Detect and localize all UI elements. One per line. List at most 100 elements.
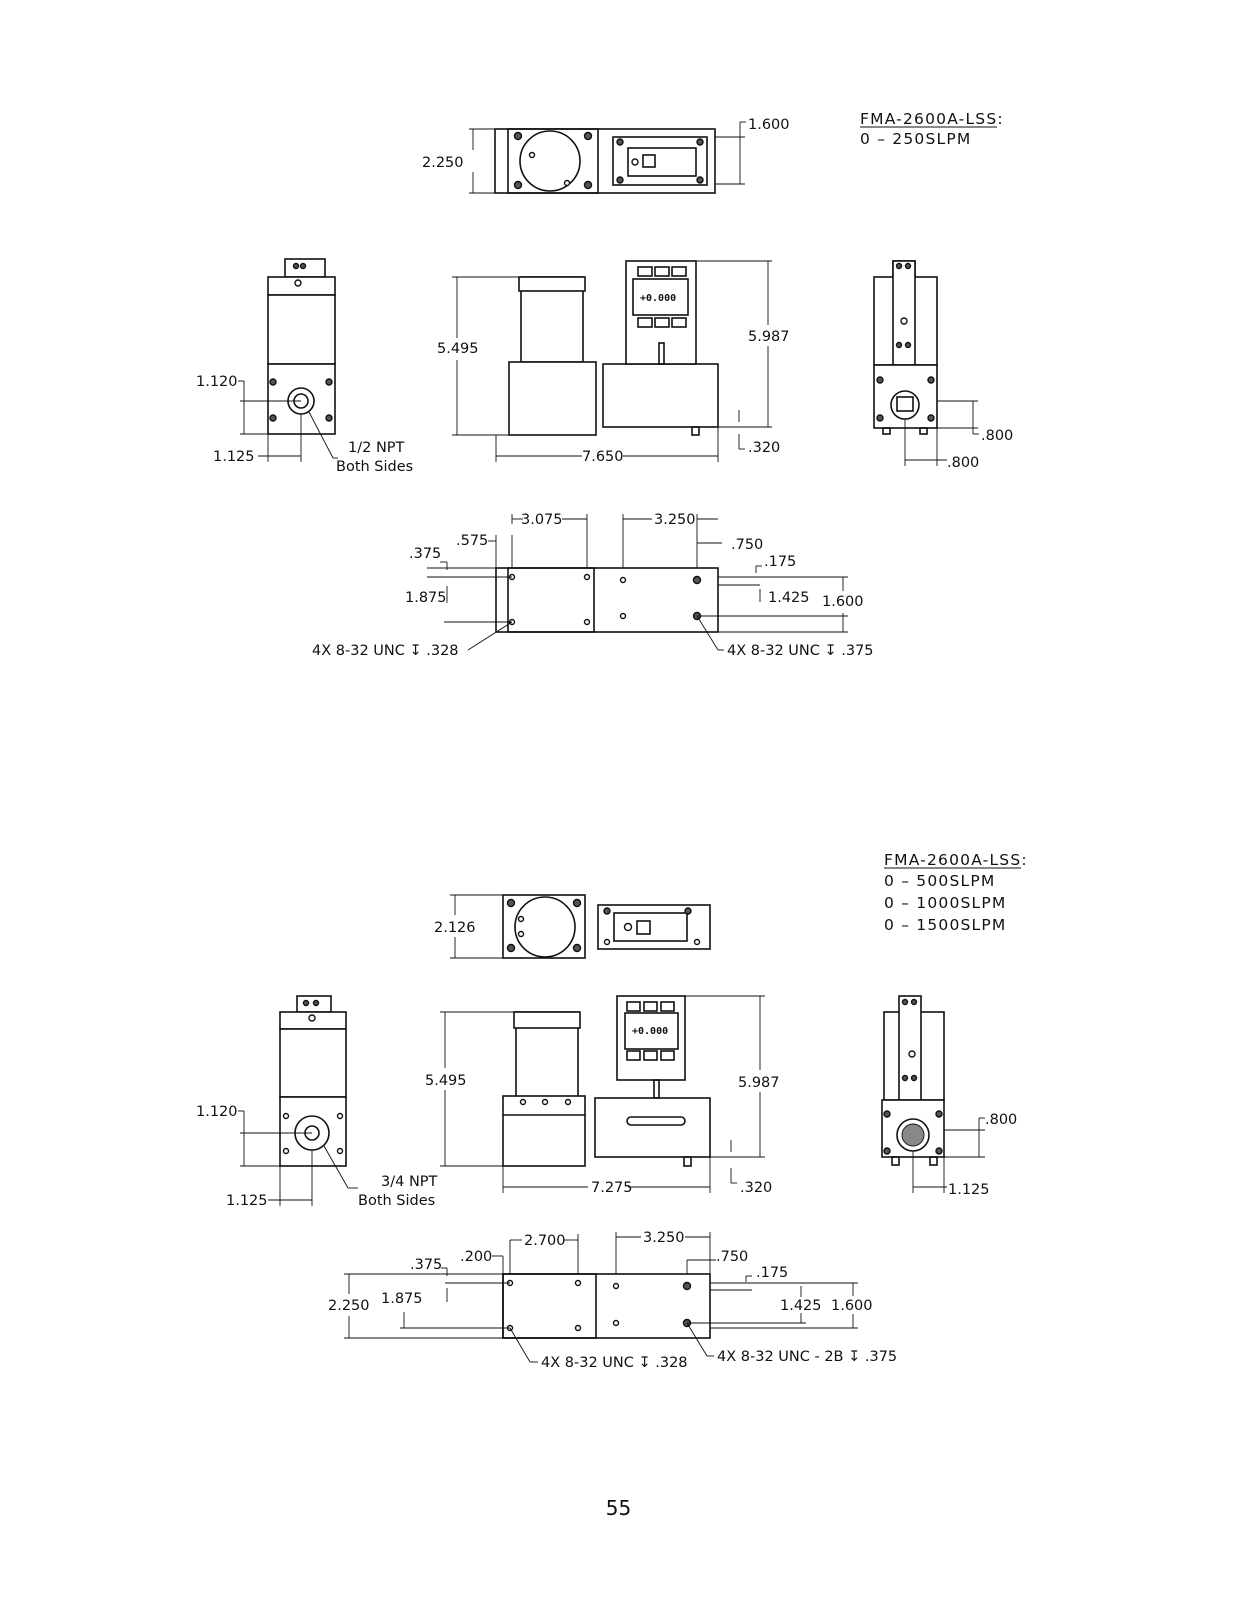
range-1-1: 0 – 250SLPM [860,130,971,148]
sensor-body [267,294,336,365]
bolt-icon [269,378,277,386]
top-view-cap-circle [519,130,581,192]
dim-bottom-d1-2: 2.700 [524,1233,566,1249]
dim-top-height-1: 1.600 [748,117,790,133]
connector-icon [642,154,656,168]
thread-callout-right-1: 4X 8-32 UNC ↧ .375 [727,643,874,659]
foot [683,1156,692,1167]
dim-bottom-d3-2: .375 [410,1257,442,1273]
dim-bottom-d8-2: 1.425 [780,1298,822,1314]
bottom-view-2: 2.700 .200 3.250 .750 .375 1.875 2.250 [328,1230,897,1371]
range-2-2: 0 – 1000SLPM [884,894,1007,912]
port-note-2: Both Sides [336,459,413,475]
dim-right-width-2: 1.125 [948,1182,990,1198]
dim-left-inlet-height-1: 1.120 [196,374,238,390]
range-2-1: 0 – 500SLPM [884,872,995,890]
dim-bottom-d9-2: 1.600 [831,1298,873,1314]
top-view-display [627,147,697,177]
drawing-1: FMA-2600A-LSS: 0 – 250SLPM [196,110,1013,659]
bolt-icon [696,176,704,184]
dim-top-width-1: 2.250 [422,155,464,171]
hole-icon [619,576,627,584]
top-view-electronics [612,136,708,186]
bolt-icon [325,414,333,422]
foot [691,426,700,436]
bolt-icon [325,378,333,386]
hole-icon [583,573,591,581]
dim-bottom-d4-1: 1.875 [405,590,447,606]
bolt-icon [583,131,593,141]
dim-bottom-d6-1: .750 [731,537,763,553]
drawing-2: FMA-2600A-LSS: 0 – 500SLPM 0 – 1000SLPM … [196,851,1028,1371]
model-title-1: FMA-2600A-LSS: [860,110,1004,128]
dim-front-total-height-1: 5.987 [748,329,790,345]
dim-bottom-d2-2: .200 [460,1249,492,1265]
dim-front-total-height-2: 5.987 [738,1075,780,1091]
base-block-left [508,361,597,436]
top-view-2: 2.126 [434,894,711,959]
top-view-sensor-block [502,894,586,959]
dim-right-height-1: .800 [981,428,1013,444]
display-screen [624,1012,679,1050]
dim-bottom-d0-2: 2.250 [328,1298,370,1314]
base-block-right [602,363,719,428]
page-number: 55 [605,1496,632,1520]
left-side-view-2: 1.120 1.125 3/4 NPT Both Sides [196,995,438,1209]
port-note-1: 1/2 NPT [348,440,405,456]
top-view-outline [494,128,716,194]
dim-right-height-2: .800 [985,1112,1017,1128]
hole-icon [563,179,571,187]
bolt-icon [513,131,523,141]
electronics-end [898,995,922,1101]
dim-bottom-d9-1: 1.600 [822,594,864,610]
bolt-icon [616,138,624,146]
bolt-icon [583,180,593,190]
dim-left-inlet-height-2: 1.120 [196,1104,238,1120]
bottom-view-1: 3.075 .575 3.250 .750 .375 1.875 4X 8-32… [312,512,874,659]
dim-bottom-d5-1: 3.250 [654,512,696,528]
thread-callout-left-2: 4X 8-32 UNC ↧ .328 [541,1355,688,1371]
dim-bottom-d7-1: .175 [764,554,796,570]
dim-bottom-d8-1: 1.425 [768,590,810,606]
dim-bottom-d6-2: .750 [716,1249,748,1265]
bolt-icon [513,180,523,190]
dim-left-inlet-offset-2: 1.125 [226,1193,268,1209]
hole-icon [294,279,302,287]
bolt-icon [696,138,704,146]
display-screen [632,278,689,316]
base-block-right [594,1097,711,1158]
bolt-icon [269,414,277,422]
sensor-body [279,1028,347,1098]
dim-front-base-height-2: 5.495 [425,1073,467,1089]
dim-bottom-d2-1: .575 [456,533,488,549]
range-2-3: 0 – 1500SLPM [884,916,1007,934]
front-view-2: +0.000 5.495 5.987 7.275 .320 [425,995,780,1196]
top-view-sensor-block [507,128,599,194]
dim-front-base-height-1: 5.495 [437,341,479,357]
left-side-view-1: 1.120 1.125 1/2 NPT Both Sides [196,258,413,475]
dim-bottom-d3-1: .375 [409,546,441,562]
bottom-outline [502,1273,711,1339]
dim-front-foot-1: .320 [748,440,780,456]
dim-front-length-1: 7.650 [582,449,624,465]
thread-callout-left-1: 4X 8-32 UNC ↧ .328 [312,643,459,659]
base-block [279,1096,347,1167]
top-view-1: 2.250 1.600 [422,117,790,194]
dim-front-foot-2: .320 [740,1180,772,1196]
front-view-1: +0.000 5.495 5.987 7.650 .320 [437,260,790,465]
display-readout: +0.000 [640,293,676,304]
dim-bottom-d5-2: 3.250 [643,1230,685,1246]
bolt-icon [616,176,624,184]
bottom-outline [495,567,719,633]
port-note-4: Both Sides [358,1193,435,1209]
right-side-view-2: .800 1.125 [881,995,1017,1198]
model-title-2: FMA-2600A-LSS: [884,851,1028,869]
dim-bottom-d7-2: .175 [756,1265,788,1281]
right-side-view-1: .800 .800 [873,260,1013,471]
dim-left-inlet-offset-1: 1.125 [213,449,255,465]
hole-icon [528,151,536,159]
dim-bottom-d4-2: 1.875 [381,1291,423,1307]
display-readout: +0.000 [632,1026,668,1037]
tapped-hole-icon [692,575,702,585]
